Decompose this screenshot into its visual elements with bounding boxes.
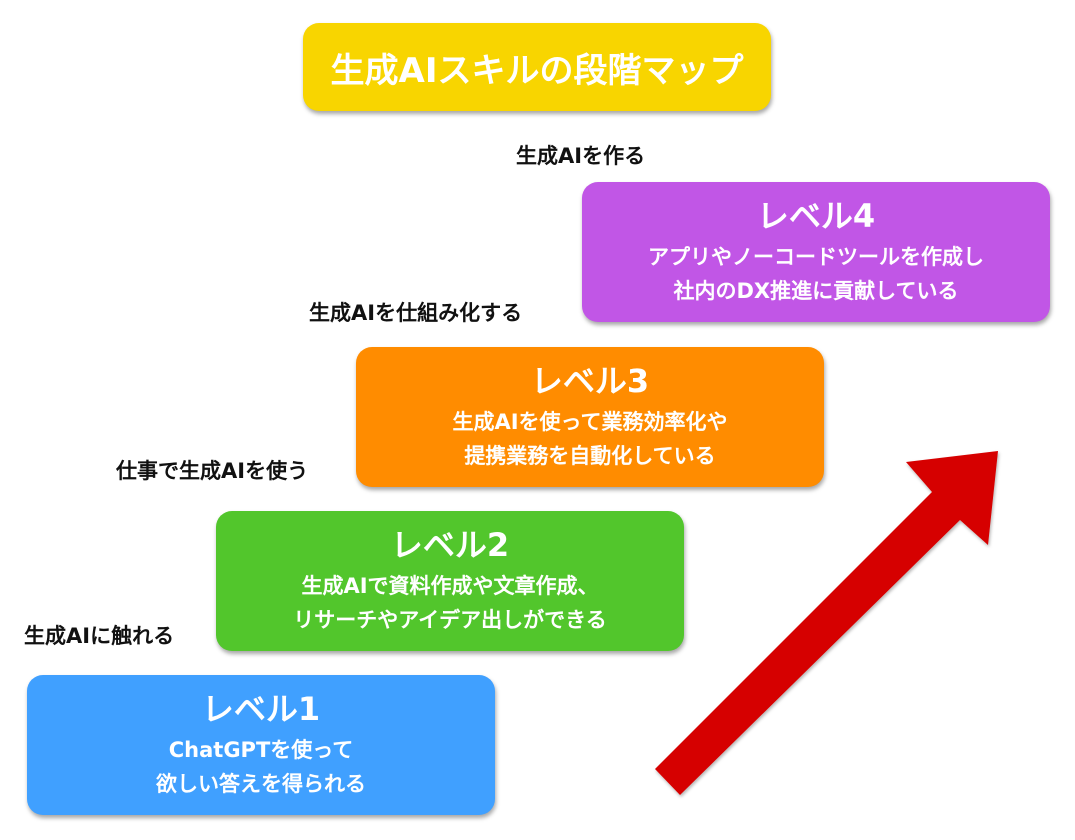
level-2-title: レベル2	[390, 526, 510, 564]
stage-label-2: 仕事で生成AIを使う	[116, 459, 309, 483]
arrow-shape	[655, 451, 998, 795]
level-1-box: レベル1 ChatGPTを使って 欲しい答えを得られる	[27, 675, 495, 815]
level-2-box: レベル2 生成AIで資料作成や文章作成、 リサーチやアイデア出しができる	[216, 511, 684, 651]
stage-label-1: 生成AIに触れる	[24, 624, 175, 648]
level-2-desc-line-1: 生成AIで資料作成や文章作成、	[301, 574, 599, 598]
stage-label-3: 生成AIを仕組み化する	[309, 301, 523, 325]
title-box: 生成AIスキルの段階マップ	[303, 23, 771, 111]
level-3-title: レベル3	[530, 362, 650, 400]
level-3-box: レベル3 生成AIを使って業務効率化や 提携業務を自動化している	[356, 347, 824, 487]
level-4-desc-line-2: 社内のDX推進に貢献している	[673, 279, 959, 303]
level-4-title: レベル4	[756, 197, 876, 235]
level-4-desc-line-1: アプリやノーコードツールを作成し	[648, 245, 984, 269]
level-1-desc-line-1: ChatGPTを使って	[168, 738, 354, 762]
level-3-desc-line-2: 提携業務を自動化している	[464, 444, 716, 468]
level-1-desc-line-2: 欲しい答えを得られる	[156, 772, 366, 796]
level-3-desc-line-1: 生成AIを使って業務効率化や	[452, 410, 728, 434]
level-2-desc-line-2: リサーチやアイデア出しができる	[293, 608, 607, 632]
level-1-title: レベル1	[201, 690, 321, 728]
level-4-box: レベル4 アプリやノーコードツールを作成し 社内のDX推進に貢献している	[582, 182, 1050, 322]
page-title: 生成AIスキルの段階マップ	[330, 50, 744, 91]
stage-label-4: 生成AIを作る	[516, 144, 646, 168]
